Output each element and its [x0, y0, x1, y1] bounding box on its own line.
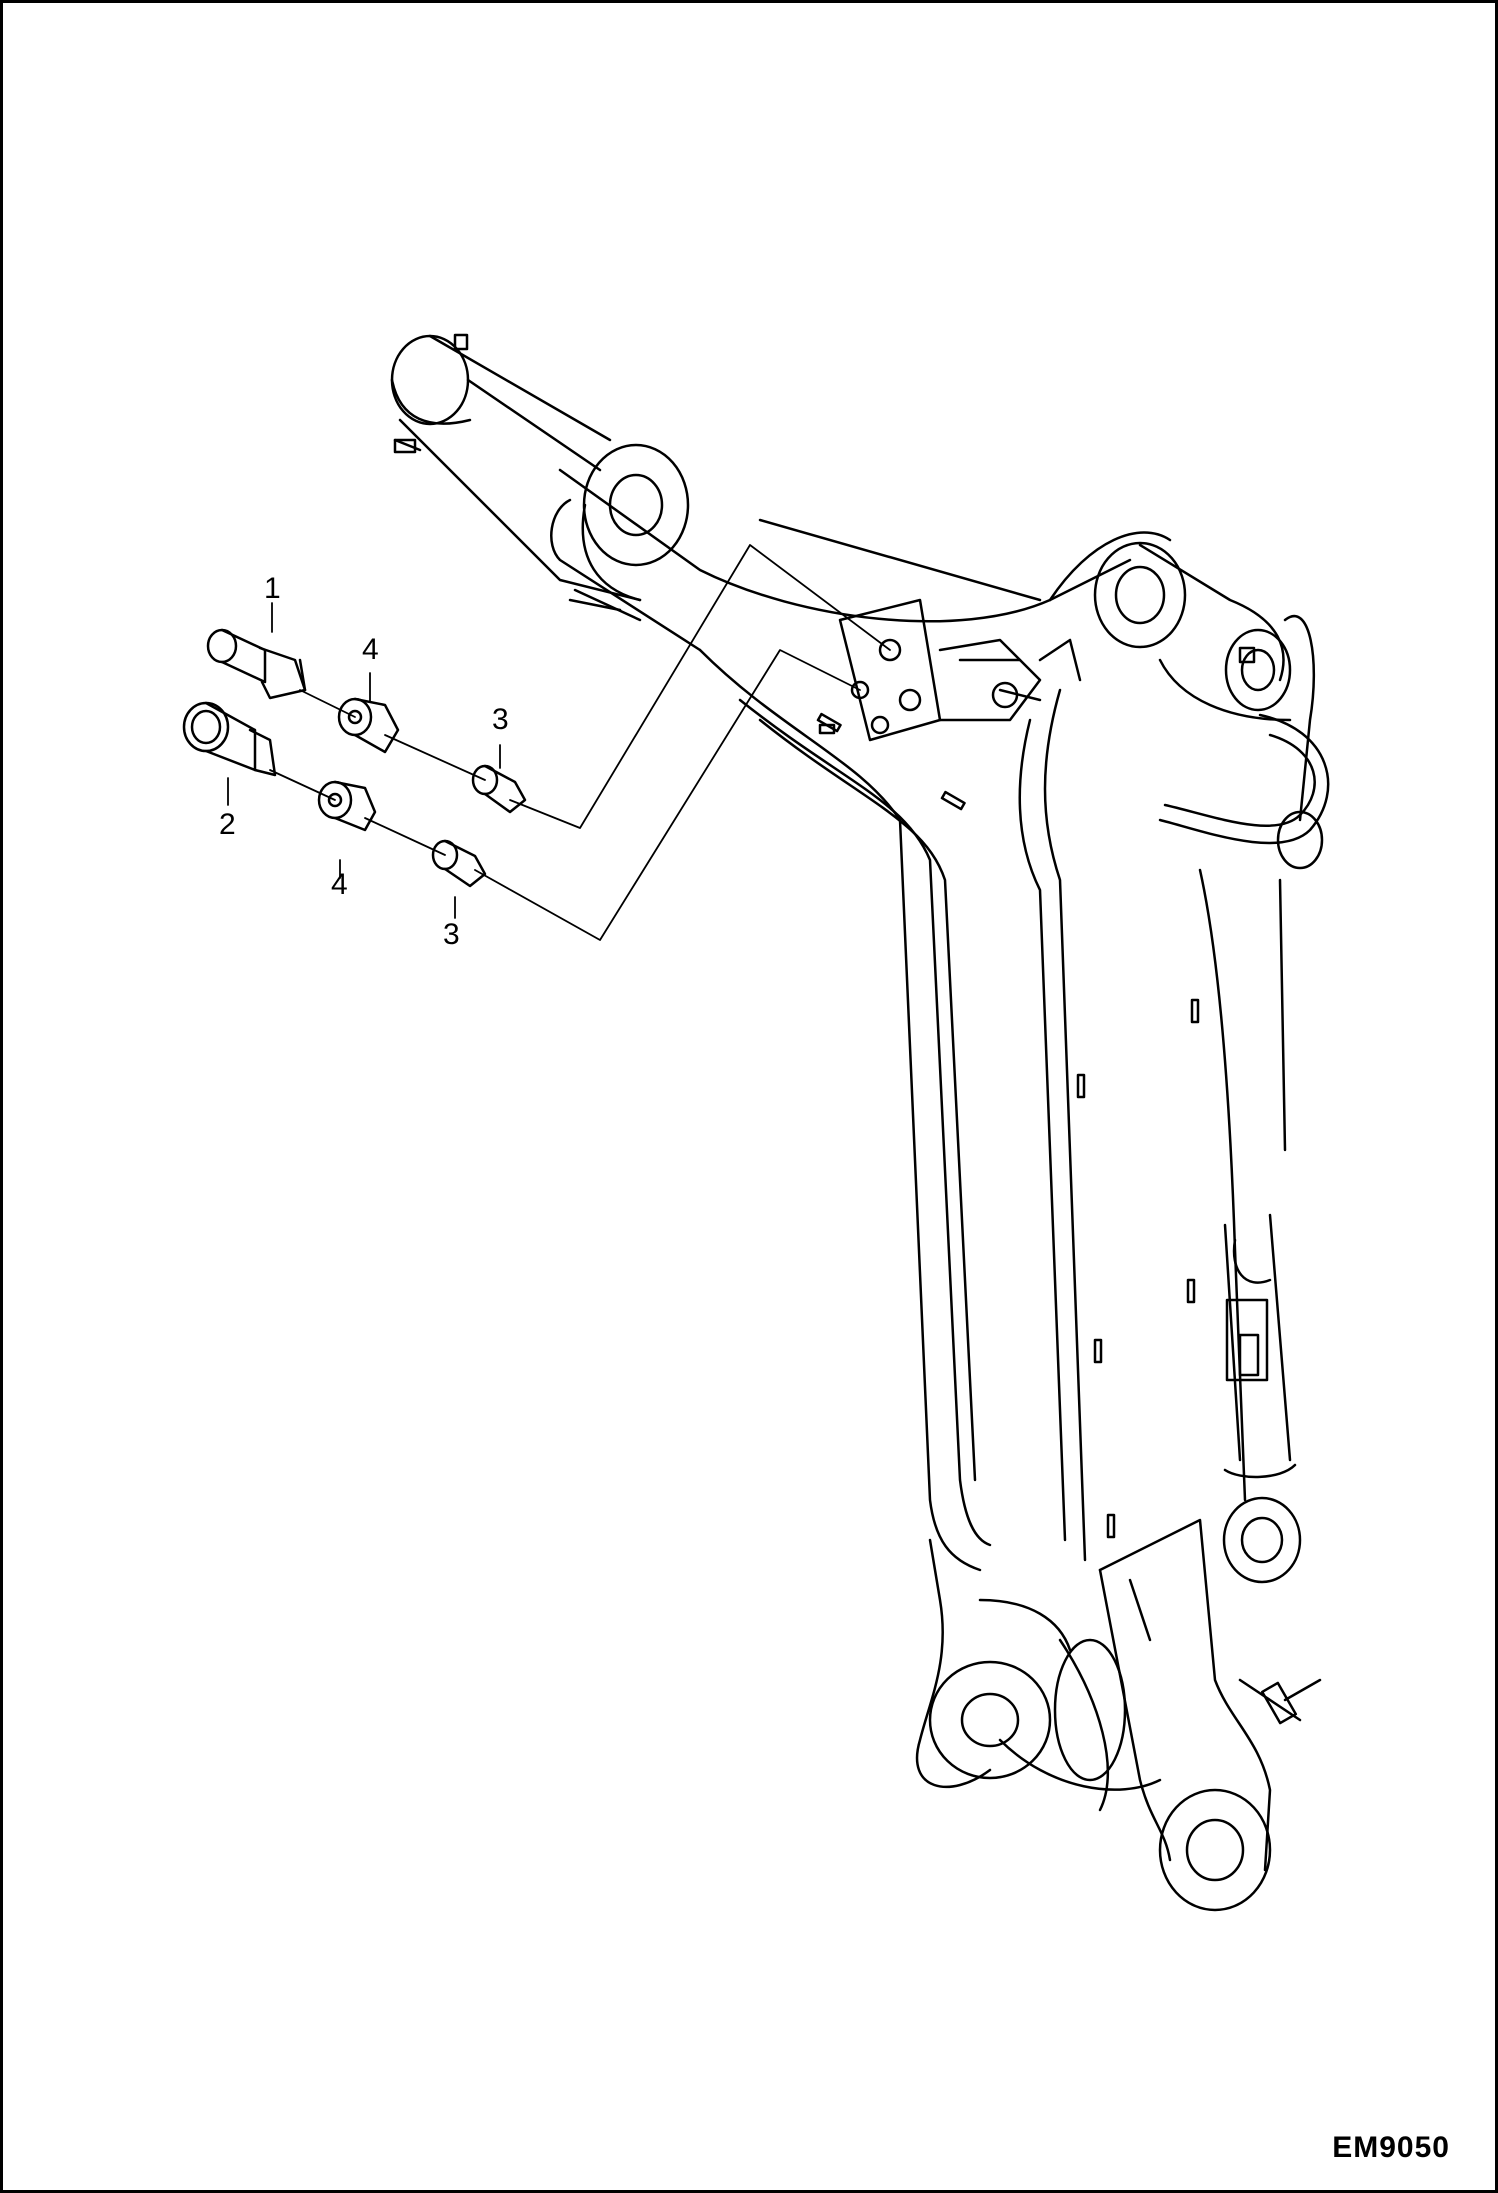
- callout-4-lower: 4: [331, 868, 348, 901]
- coupler-2: [182, 701, 277, 777]
- center-bracket: [818, 598, 1082, 742]
- upper-pivot: [390, 333, 690, 622]
- callout-4-upper: 4: [362, 633, 379, 666]
- adapter-4-lower: [317, 780, 377, 832]
- callout-1: 1: [264, 572, 281, 605]
- callout-3-upper: 3: [492, 703, 509, 736]
- callout-2: 2: [219, 808, 236, 841]
- boom-foot: [915, 1538, 1322, 1812]
- adapter-4-upper: [337, 697, 400, 754]
- right-pivot: [1048, 531, 1330, 870]
- leader-lines: [227, 544, 891, 941]
- boom-body: [550, 468, 1287, 1572]
- figure-code: EM9050: [1332, 2131, 1450, 2164]
- fitting-3-lower: [431, 839, 487, 888]
- fitting-3-upper: [471, 764, 527, 814]
- callout-3-lower: 3: [443, 918, 460, 951]
- lower-cylinder: [1222, 1213, 1302, 1584]
- coupler-1: [206, 628, 307, 700]
- bucket-link: [1098, 1518, 1272, 1912]
